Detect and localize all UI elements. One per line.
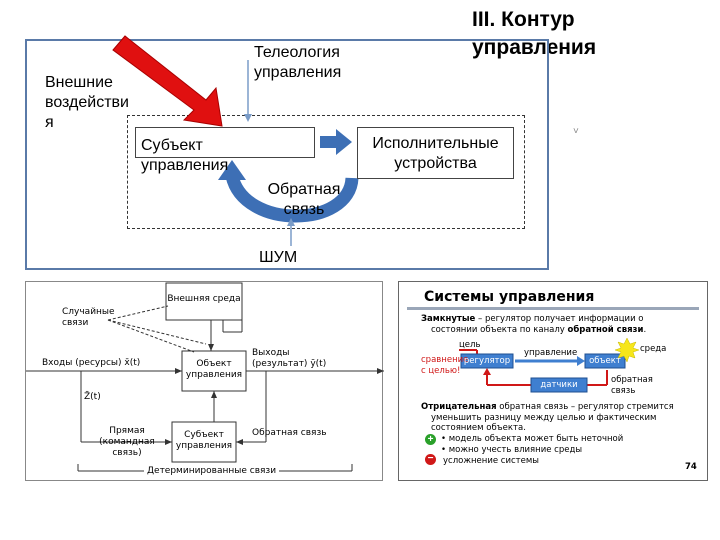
random-links-label: Случайные связи: [62, 307, 115, 328]
feedback-label: Обратная связь: [267, 181, 341, 218]
inputs-label: Входы (ресурсы) x̄(t): [42, 358, 141, 368]
closed-systems-text: Замкнутые – регулятор получает информаци…: [421, 314, 647, 335]
external-influence-arrow: [112, 35, 223, 127]
actuators-box: [357, 127, 514, 179]
subject-small-label: Субъект управления: [175, 430, 233, 451]
title-line-1: III. Контур: [472, 8, 575, 31]
outputs-label: Выходы (результат) ȳ(t): [252, 348, 327, 369]
feedback-small-label: Обратная связь: [252, 428, 327, 438]
regulator-label: регулятор: [463, 356, 511, 366]
system-diagram-panel: Случайные связи Внешняя среда Объект упр…: [25, 281, 384, 481]
minus-item: усложнение системы: [443, 456, 539, 466]
object-box: [584, 353, 626, 369]
determined-label: Детерминированные связи: [144, 466, 280, 477]
goal-label: цель: [459, 340, 481, 350]
title-line-2: управления: [472, 36, 597, 59]
plus-item-1: • модель объекта может быть неточной: [441, 434, 624, 444]
negative-feedback-text: Отрицательная обратная связь – регулятор…: [421, 402, 674, 433]
title-underline: [407, 307, 699, 310]
plus-icon: +: [425, 434, 436, 445]
actuators-label: Исполнительные устройства: [372, 135, 499, 172]
plus-item-2: • можно учесть влияние среды: [441, 445, 583, 455]
slide-title: III. Контур управления: [472, 6, 712, 62]
environment-label: Внешняя среда: [167, 294, 241, 304]
system-boundary: [127, 115, 525, 229]
sensors-box: [530, 377, 588, 393]
object-small-label: объект: [589, 356, 621, 366]
stray-mark: ˅: [573, 126, 579, 137]
panel-title: Системы управления: [424, 289, 595, 305]
direct-label: Прямая (командная связь): [99, 426, 155, 458]
z-symbol: Z̄(t): [84, 392, 101, 402]
noise-label: ШУМ: [259, 249, 298, 266]
sensors-label: датчики: [540, 380, 578, 390]
external-influences-label: Внешние воздействи я: [45, 74, 129, 131]
control-label: управление: [524, 348, 578, 358]
top-diagram-arrows: [112, 35, 359, 246]
control-systems-panel: Системы управления Замкнутые – регулятор…: [398, 281, 708, 481]
forward-arrow: [320, 129, 352, 155]
subject-box: [135, 127, 315, 158]
feedback-curve-arrow: [225, 173, 359, 223]
teleology-label: Телеология управления: [254, 44, 342, 81]
control-loop-frame: [25, 39, 549, 270]
minus-icon: −: [425, 454, 436, 465]
system-diagram-lines: [26, 282, 384, 472]
page-number: 74: [685, 462, 697, 472]
environment-sun-icon: [614, 337, 640, 363]
object-label: Объект управления: [185, 359, 243, 380]
compare-label: сравнение с целью!: [421, 355, 469, 376]
control-loop-mini: [459, 337, 640, 393]
feedback-mini-label: обратная связь: [611, 375, 653, 396]
environment-small-label: среда: [640, 344, 667, 354]
subject-label: Субъект управления: [141, 137, 229, 174]
